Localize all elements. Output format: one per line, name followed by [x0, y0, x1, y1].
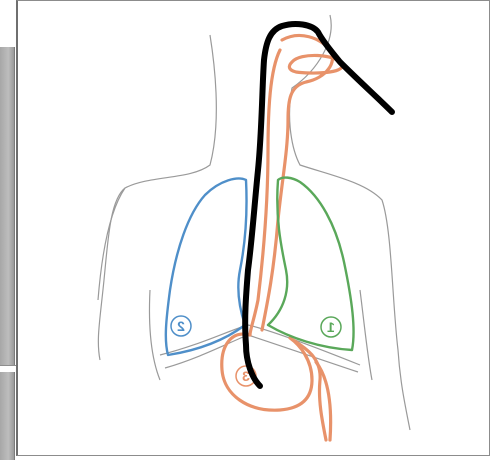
right-lung-number: 2 — [177, 318, 185, 334]
left-lung-label: 1 — [321, 317, 341, 337]
stomach-outline — [222, 334, 326, 440]
neck-right-line — [290, 15, 410, 430]
neck-left-line — [98, 35, 216, 360]
diaphragm-line-lower — [165, 335, 358, 372]
esophagus-path — [222, 35, 343, 440]
shoulder-left-line — [98, 188, 125, 300]
torso-right-line — [360, 290, 372, 380]
left-lung-number: 1 — [327, 319, 335, 335]
torso-left-line — [149, 290, 160, 380]
right-lung-label: 2 — [171, 316, 191, 336]
